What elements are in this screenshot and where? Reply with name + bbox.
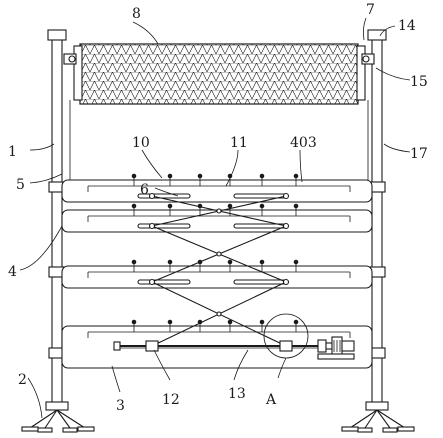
spray-nozzles <box>131 173 299 332</box>
motor <box>317 336 355 360</box>
shelf-tray-3 <box>61 265 373 289</box>
callout-1: 1 <box>8 144 17 160</box>
callout-7: 7 <box>366 2 375 18</box>
right-foot <box>341 409 415 433</box>
top-mesh-cover <box>63 43 375 182</box>
callout-10: 10 <box>132 135 150 151</box>
callout-2: 2 <box>18 372 27 388</box>
leader-lines <box>19 17 411 419</box>
callout-403: 403 <box>290 135 317 151</box>
callout-3: 3 <box>116 398 125 414</box>
shelf-tray-2 <box>61 209 373 233</box>
callout-15: 15 <box>410 74 428 90</box>
left-foot <box>21 409 95 433</box>
right-column <box>365 29 389 411</box>
shelf-tray-1 <box>61 179 373 203</box>
callout-6: 6 <box>140 182 149 198</box>
callout-14: 14 <box>398 18 416 34</box>
callout-11: 11 <box>230 135 248 151</box>
callout-8: 8 <box>132 6 141 22</box>
callout-12: 12 <box>162 392 180 408</box>
callout-A: A <box>265 392 277 408</box>
callout-17: 17 <box>410 146 428 162</box>
callout-4: 4 <box>8 264 17 280</box>
callout-13: 13 <box>228 386 246 402</box>
scissor-lift <box>148 192 290 347</box>
callout-5: 5 <box>16 177 25 193</box>
